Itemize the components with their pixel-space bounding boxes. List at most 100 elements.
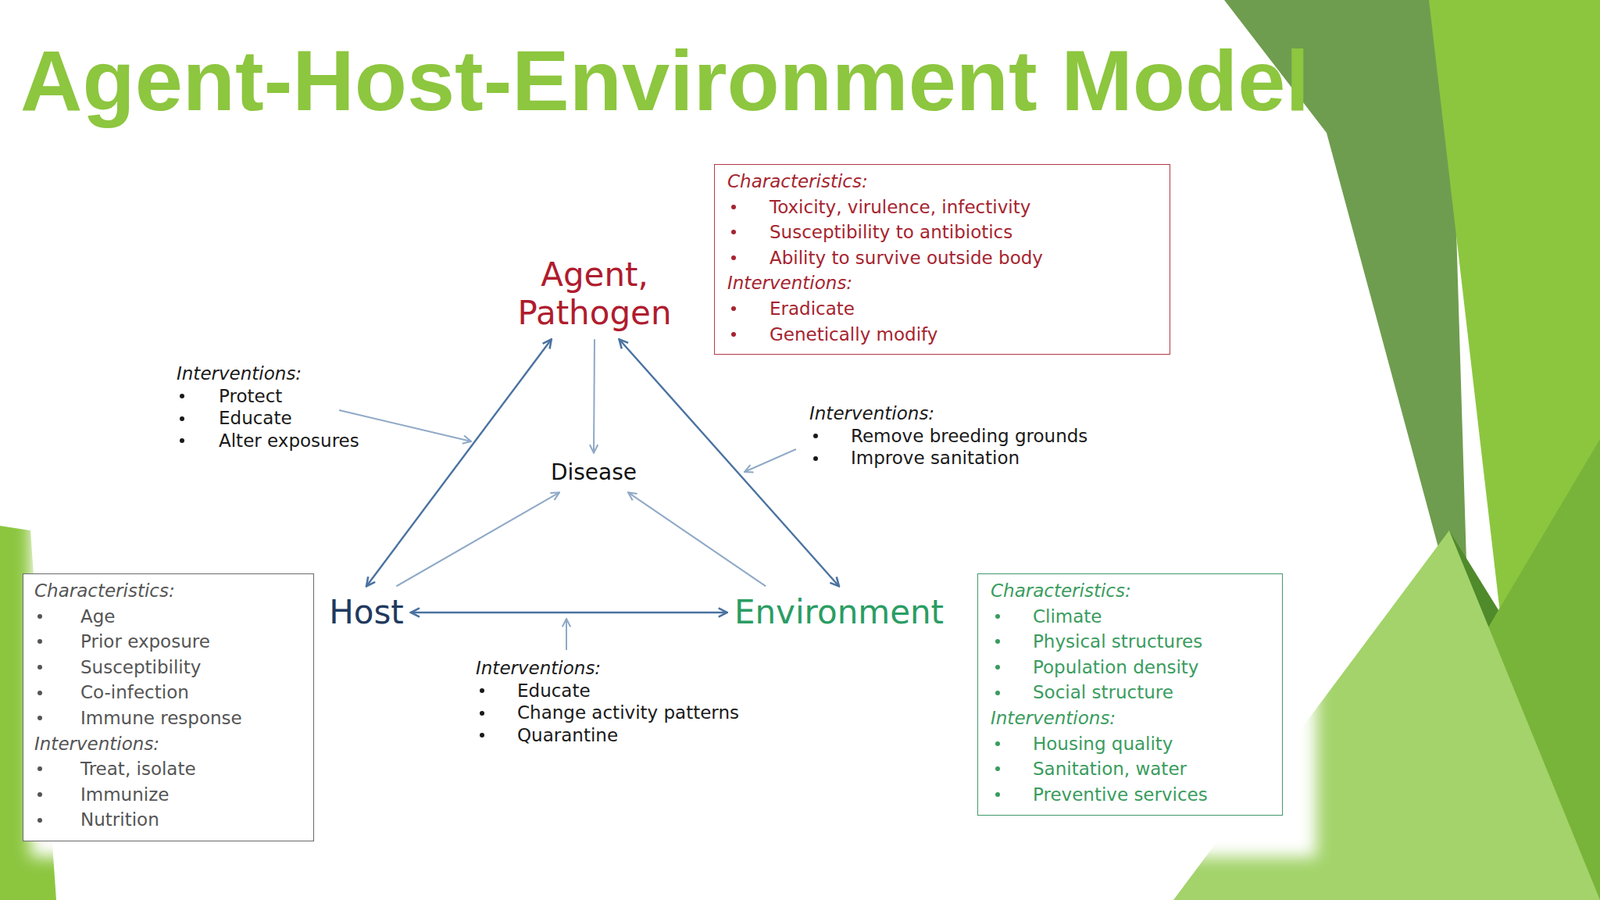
text-row: Population density (990, 654, 1268, 681)
bullet-dot (37, 817, 43, 823)
text-row: Climate (990, 603, 1268, 630)
text-row: Treat, isolate (34, 756, 300, 783)
list-item: Alter exposures (218, 429, 360, 453)
text-row: Eradicate (727, 296, 1156, 322)
slide-title: Agent-Host-Environment Model (20, 32, 1310, 128)
text-row: Characteristics: (34, 578, 300, 604)
list-item: Educate (218, 407, 360, 430)
text-row: Alter exposures (176, 429, 360, 453)
bullet-dot (37, 639, 43, 644)
text-row: Quarantine (475, 724, 740, 747)
bullet-dot (731, 255, 736, 261)
text-row: Susceptibility to antibiotics (727, 219, 1156, 246)
text-row: Genetically modify (727, 321, 1156, 348)
text-row: Improve sanitation (809, 446, 1088, 470)
intervention-group: Interventions:EducateChange activity pat… (475, 657, 740, 747)
section-heading: Interventions: (809, 402, 1088, 425)
list-item: Improve sanitation (850, 446, 1088, 470)
bullet-dot (995, 741, 1000, 747)
list-item: Population density (1032, 654, 1268, 681)
factor-name: Agent, Pathogen (517, 255, 672, 333)
list-item: Genetically modify (769, 321, 1156, 348)
bullet-dot (995, 614, 1000, 619)
bullet-dot (731, 229, 736, 235)
list-item: Change activity patterns (517, 701, 740, 725)
text-row: Change activity patterns (475, 701, 740, 725)
bullet-dot (731, 204, 736, 210)
section-heading: Characteristics: (34, 578, 300, 604)
list-item: Susceptibility to antibiotics (769, 219, 1156, 246)
text-row: Sanitation, water (990, 756, 1268, 783)
bullet-dot (995, 690, 1000, 696)
factor-name: Host (328, 592, 404, 632)
text-row: Age (34, 603, 300, 630)
intervention-group: Interventions:Remove breeding groundsImp… (809, 402, 1088, 470)
factor-label: Agent, Pathogen (517, 255, 672, 333)
list-item: Preventive services (1032, 782, 1268, 808)
section-heading: Interventions: (990, 705, 1268, 732)
text-row: Interventions: (34, 731, 300, 758)
bullet-dot (37, 766, 43, 772)
list-item: Climate (1032, 603, 1268, 630)
text-row: Ability to survive outside body (727, 245, 1156, 272)
list-item: Age (80, 603, 300, 630)
bullet-dot (179, 438, 185, 443)
text-row: Physical structures (990, 628, 1268, 655)
list-item: Prior exposure (80, 628, 300, 655)
text-row: Immunize (34, 782, 300, 808)
text-row: Susceptibility (34, 654, 300, 681)
connector-arrow (410, 611, 728, 614)
text-row: Immune response (34, 705, 300, 732)
leader-arrow (744, 449, 797, 472)
factor-name: Disease (550, 460, 637, 486)
text-row: Protect (176, 385, 360, 408)
list-item: Immune response (80, 705, 300, 732)
list-item: Physical structures (1032, 628, 1268, 655)
text-row: Educate (475, 679, 740, 703)
list-item: Co-infection (80, 679, 300, 706)
list-item: Treat, isolate (80, 756, 300, 783)
list-item: Toxicity, virulence, infectivity (769, 194, 1156, 221)
bullet-dot (813, 433, 818, 439)
bullet-dot (179, 416, 185, 422)
text-row: Interventions: (475, 657, 740, 680)
leader-arrow (565, 618, 568, 650)
section-heading: Interventions: (176, 362, 360, 386)
text-row: Characteristics: (990, 578, 1268, 604)
text-row: Nutrition (34, 807, 300, 833)
bullet-dot (37, 715, 43, 721)
text-row: Interventions: (727, 270, 1156, 297)
characteristics-box: Characteristics:AgePrior exposureSuscept… (22, 573, 315, 842)
list-item: Sanitation, water (1032, 756, 1268, 783)
text-row: Preventive services (990, 782, 1268, 808)
bullet-dot (995, 766, 1000, 772)
list-item: Susceptibility (80, 654, 300, 681)
list-item: Educate (517, 679, 740, 703)
section-heading: Characteristics: (990, 578, 1268, 604)
bullet-dot (731, 306, 736, 311)
text-row: Prior exposure (34, 628, 300, 655)
list-item: Remove breeding grounds (850, 425, 1088, 448)
bullet-dot (813, 456, 818, 461)
list-item: Social structure (1032, 679, 1268, 706)
bullet-dot (995, 664, 1000, 670)
list-item: Protect (218, 385, 360, 408)
characteristics-box: Characteristics:Toxicity, virulence, inf… (714, 164, 1171, 355)
list-item: Housing quality (1032, 731, 1268, 758)
connector-arrow (593, 339, 595, 453)
bullet-dot (479, 688, 485, 693)
connector-arrow (366, 339, 552, 586)
bullet-dot (479, 732, 485, 738)
connector-arrow (619, 339, 840, 586)
list-item: Eradicate (769, 296, 1156, 322)
factor-label: Environment (734, 592, 944, 632)
bullet-dot (37, 690, 43, 696)
text-row: Educate (176, 407, 360, 430)
bullet-dot (37, 792, 43, 797)
section-heading: Interventions: (34, 731, 300, 758)
bullet-dot (179, 393, 185, 399)
factor-label: Disease (550, 460, 637, 486)
characteristics-box: Characteristics:ClimatePhysical structur… (977, 573, 1283, 816)
bullet-dot (995, 792, 1000, 797)
